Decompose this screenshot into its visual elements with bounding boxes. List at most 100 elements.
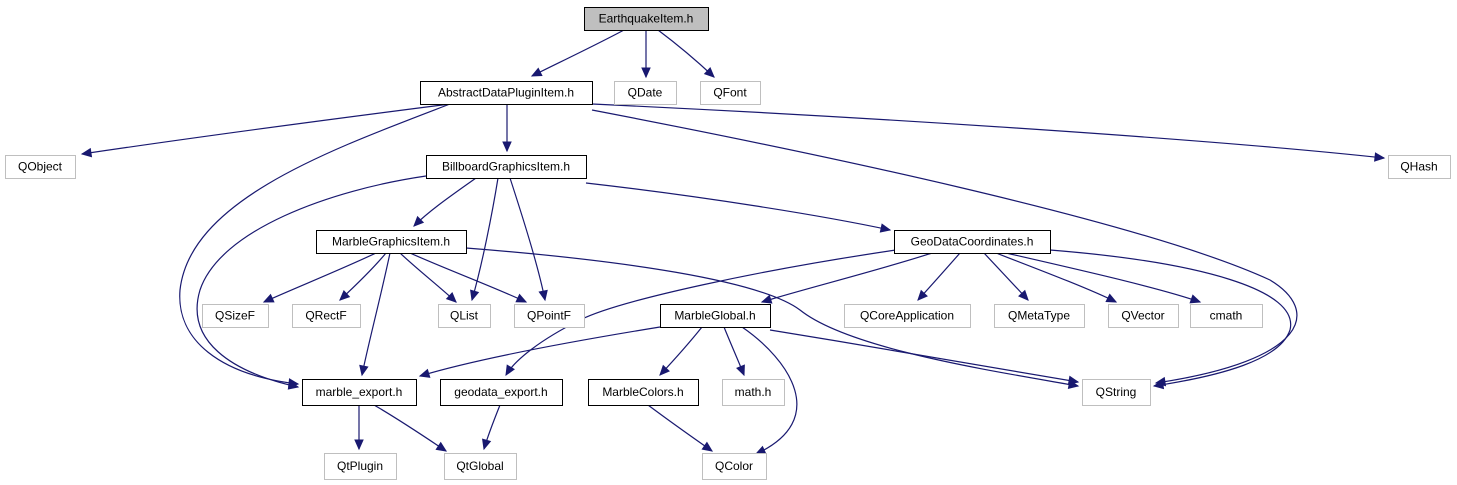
- node-qhash: QHash: [1388, 155, 1451, 179]
- node-label: cmath: [1210, 309, 1243, 323]
- edge-earthquake-item-h-to-qdate: [641, 30, 651, 79]
- edge-marble-graphics-item-h-to-qsizef: [262, 252, 377, 303]
- edge-abstract-data-plugin-item-h-to-billboard-graphics-item-h: [502, 104, 512, 153]
- arrowhead: [262, 293, 275, 303]
- edge-line: [657, 29, 715, 78]
- edge-line: [1005, 252, 1201, 303]
- arrowhead: [538, 289, 548, 302]
- edge-line: [647, 404, 713, 452]
- edge-line: [373, 404, 447, 452]
- node-box: [1082, 379, 1151, 406]
- arrowhead: [703, 67, 715, 78]
- arrowhead: [754, 445, 767, 455]
- node-marble-colors-h[interactable]: MarbleColors.h: [588, 379, 699, 406]
- node-box: [444, 453, 517, 480]
- arrowhead: [879, 223, 892, 233]
- edge-line: [419, 326, 661, 377]
- edge-geo-data-coordinates-h-to-marble-global-h: [760, 252, 933, 304]
- arrowhead: [339, 290, 351, 301]
- node-qvector: QVector: [1108, 304, 1179, 328]
- arrowhead: [1067, 375, 1080, 386]
- node-marble-graphics-item-h[interactable]: MarbleGraphicsItem.h: [316, 230, 467, 254]
- node-qcolor: QColor: [702, 453, 767, 480]
- edge-line: [409, 252, 527, 303]
- node-label: QMetaType: [1008, 309, 1070, 323]
- edge-billboard-graphics-item-h-to-qpointf: [509, 177, 548, 302]
- edge-marble-graphics-item-h-to-marble-export-h: [359, 252, 391, 377]
- node-box: [514, 304, 585, 328]
- arrowhead: [1374, 152, 1386, 162]
- arrowhead: [1105, 293, 1118, 303]
- arrowhead: [505, 364, 515, 377]
- node-label: QVector: [1121, 309, 1164, 323]
- nodes-layer: EarthquakeItem.hAbstractDataPluginItem.h…: [5, 7, 1451, 480]
- edge-marble-global-h-to-marble-export-h: [418, 326, 661, 378]
- arrowhead: [917, 289, 928, 301]
- edge-marble-colors-h-to-qcolor: [647, 404, 714, 452]
- edge-marble-export-h-to-qtglobal: [373, 404, 448, 452]
- node-box: [1108, 304, 1179, 328]
- node-marble-export-h[interactable]: marble_export.h: [302, 379, 417, 406]
- arrowhead: [354, 439, 364, 451]
- node-qtglobal: QtGlobal: [444, 453, 517, 480]
- edge-geodata-export-h-to-qtglobal: [482, 404, 501, 451]
- node-qmetatype: QMetaType: [994, 304, 1085, 328]
- edge-line: [761, 252, 933, 303]
- node-label: geodata_export.h: [454, 385, 547, 399]
- node-qrectf: QRectF: [292, 304, 361, 328]
- node-label: marble_export.h: [316, 385, 403, 399]
- node-qpointf: QPointF: [514, 304, 585, 328]
- node-label: QRectF: [305, 309, 346, 323]
- arrowhead: [1189, 294, 1202, 304]
- arrowhead: [659, 364, 670, 376]
- arrowhead: [701, 441, 714, 452]
- node-geo-data-coordinates-h[interactable]: GeoDataCoordinates.h: [894, 230, 1051, 254]
- node-label: MarbleGraphicsItem.h: [332, 235, 450, 249]
- edge-earthquake-item-h-to-qfont: [657, 29, 715, 78]
- node-geodata-export-h[interactable]: geodata_export.h: [440, 379, 563, 406]
- edge-geo-data-coordinates-h-to-qstring: [1049, 249, 1292, 390]
- node-cmath: cmath: [1190, 304, 1263, 328]
- node-qsizef: QSizeF: [202, 304, 269, 328]
- edge-line: [769, 329, 1079, 383]
- edge-line: [591, 109, 1298, 384]
- edge-line: [509, 177, 546, 301]
- node-box: [438, 304, 491, 328]
- node-box: [316, 230, 467, 254]
- node-qdate: QDate: [614, 81, 677, 105]
- arrowhead: [418, 368, 431, 378]
- edge-geo-data-coordinates-h-to-qmetatype: [983, 252, 1029, 301]
- node-box: [614, 81, 677, 105]
- node-label: AbstractDataPluginItem.h: [438, 86, 574, 100]
- node-billboard-graphics-item-h[interactable]: BillboardGraphicsItem.h: [426, 155, 587, 179]
- node-box: [994, 304, 1085, 328]
- node-box: [302, 379, 417, 406]
- node-label: QList: [450, 309, 479, 323]
- node-abstract-data-plugin-item-h[interactable]: AbstractDataPluginItem.h: [420, 81, 593, 105]
- node-box: [1190, 304, 1263, 328]
- edge-line: [413, 177, 477, 227]
- edge-line: [81, 103, 451, 155]
- edge-line: [995, 252, 1117, 303]
- node-label: math.h: [735, 385, 772, 399]
- node-box: [894, 230, 1051, 254]
- node-label: QObject: [18, 160, 63, 174]
- node-box: [588, 379, 699, 406]
- edge-line: [465, 247, 1079, 387]
- edge-line: [741, 326, 798, 455]
- arrowhead: [435, 441, 448, 452]
- edge-billboard-graphics-item-h-to-marble-export-h: [196, 175, 427, 390]
- node-label: QSizeF: [215, 309, 255, 323]
- arrowhead: [515, 293, 528, 303]
- edge-marble-global-h-to-marble-colors-h: [659, 326, 703, 376]
- node-earthquake-item-h: EarthquakeItem.h: [584, 7, 709, 31]
- node-qstring: QString: [1082, 379, 1151, 406]
- edge-abstract-data-plugin-item-h-to-qobject: [80, 103, 451, 158]
- edge-line: [531, 29, 625, 77]
- node-box: [5, 155, 76, 179]
- edge-geo-data-coordinates-h-to-cmath: [1005, 252, 1202, 304]
- edges-layer: [80, 29, 1386, 455]
- node-marble-global-h[interactable]: MarbleGlobal.h: [660, 304, 771, 328]
- node-label: QDate: [628, 86, 663, 100]
